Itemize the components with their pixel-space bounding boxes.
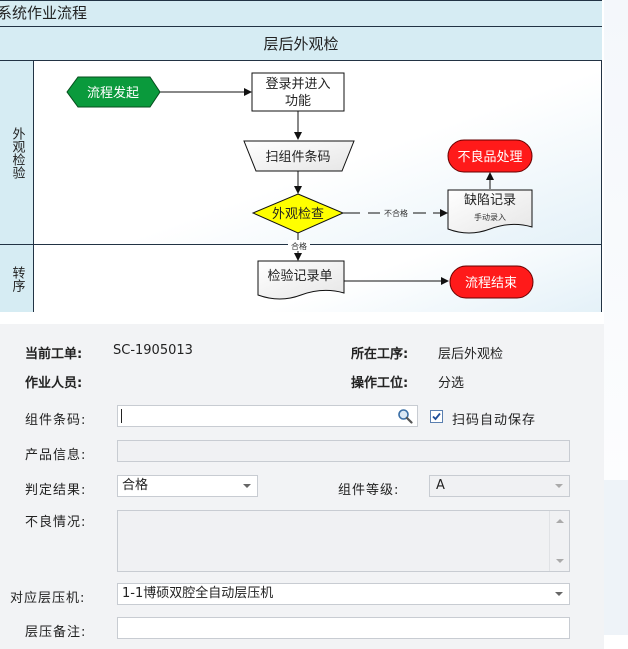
grade-value: A bbox=[436, 478, 445, 493]
start-node-label: 流程发起 bbox=[87, 85, 139, 101]
auto-save-checkbox[interactable] bbox=[430, 410, 443, 423]
edge-pass-label-bg bbox=[288, 240, 310, 251]
checkbox-checked-icon bbox=[432, 412, 441, 421]
defect-condition-label: 不良情况: bbox=[25, 515, 87, 530]
scroll-up-icon[interactable] bbox=[556, 519, 564, 523]
start-node bbox=[66, 76, 161, 108]
auto-save-label[interactable]: 扫码自动保存 bbox=[452, 413, 537, 428]
inspect-node-label: 外观检查 bbox=[272, 207, 324, 222]
scroll-down-icon[interactable] bbox=[556, 559, 564, 563]
login-node-label-1: 登录并进入 bbox=[265, 77, 330, 92]
inspection-form: 当前工单: SC-1905013 所在工序: 层后外观检 作业人员: 操作工位:… bbox=[0, 324, 604, 649]
lane-label-inspection: 外观检验 bbox=[0, 61, 34, 245]
grade-select[interactable]: A bbox=[429, 475, 570, 497]
edge-pass-label: 合格 bbox=[291, 241, 307, 251]
chevron-down-icon[interactable] bbox=[243, 484, 251, 488]
text-caret bbox=[121, 409, 122, 423]
chevron-down-icon[interactable] bbox=[555, 592, 563, 596]
lane-label-transfer: 转序 bbox=[0, 245, 34, 312]
login-node-label-2: 功能 bbox=[285, 94, 311, 109]
textarea-scrollbar[interactable] bbox=[549, 511, 569, 571]
login-node bbox=[251, 72, 345, 112]
end-node bbox=[449, 265, 534, 299]
defect-condition-textarea[interactable] bbox=[117, 510, 570, 572]
operator-label: 作业人员: bbox=[25, 376, 83, 391]
inspect-record-label: 检验记录单 bbox=[267, 268, 332, 284]
scan-node-label: 扫组件条码 bbox=[265, 149, 330, 165]
current-order-label: 当前工单: bbox=[25, 347, 83, 362]
grade-label: 组件等级: bbox=[338, 483, 400, 498]
judge-result-label: 判定结果: bbox=[25, 483, 87, 498]
flowchart-title: 系统作业流程 bbox=[0, 1, 602, 27]
flowchart-column-title: 层后外观检 bbox=[0, 27, 602, 61]
lamination-note-label: 层压备注: bbox=[25, 625, 87, 640]
defect-record-node bbox=[447, 189, 533, 234]
inspect-record-node bbox=[257, 260, 345, 300]
laminator-label: 对应层压机: bbox=[10, 591, 86, 606]
lamination-note-input[interactable] bbox=[117, 617, 570, 639]
process-value: 层后外观检 bbox=[438, 347, 504, 362]
laminator-select[interactable]: 1-1博硕双腔全自动层压机 bbox=[117, 583, 570, 605]
flowchart-diagram: 流程发起 登录并进入 功能 扫组件条码 外观检查 不合格 合格 缺陷记录 手动录… bbox=[66, 72, 534, 300]
product-info-label: 产品信息: bbox=[25, 448, 87, 463]
judge-result-select[interactable]: 合格 bbox=[117, 475, 258, 497]
bad-handle-node bbox=[447, 139, 533, 173]
edge-fail-label: 不合格 bbox=[384, 208, 408, 218]
current-order-value: SC-1905013 bbox=[113, 343, 193, 358]
scan-node bbox=[243, 140, 355, 172]
inspect-node bbox=[251, 193, 345, 234]
side-decoration bbox=[604, 480, 628, 635]
end-node-label: 流程结束 bbox=[465, 276, 517, 291]
defect-record-sublabel: 手动录入 bbox=[474, 212, 506, 222]
defect-record-label: 缺陷记录 bbox=[464, 193, 516, 208]
barcode-input[interactable] bbox=[117, 405, 418, 427]
station-label: 操作工位: bbox=[351, 376, 409, 391]
judge-result-value: 合格 bbox=[122, 478, 149, 493]
laminator-value: 1-1博硕双腔全自动层压机 bbox=[122, 586, 274, 601]
chevron-down-icon[interactable] bbox=[555, 484, 563, 488]
barcode-label: 组件条码: bbox=[25, 413, 87, 428]
station-value: 分选 bbox=[438, 376, 465, 391]
process-label: 所在工序: bbox=[351, 347, 409, 362]
product-info-field bbox=[117, 440, 570, 462]
search-icon[interactable] bbox=[397, 408, 413, 424]
process-flowchart: 系统作业流程 层后外观检 外观检验 转序 流程发起 登录并进入 bbox=[0, 0, 602, 312]
bad-handle-label: 不良品处理 bbox=[457, 149, 522, 165]
